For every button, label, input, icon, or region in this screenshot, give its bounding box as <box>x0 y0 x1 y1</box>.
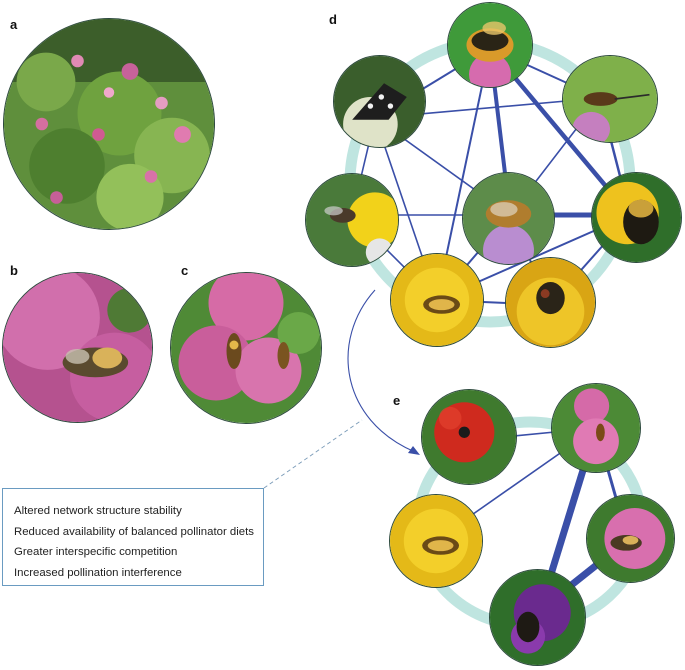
panel-label-b: b <box>10 263 18 278</box>
legend-item: Altered network structure stability <box>14 501 263 522</box>
honeybee-in-balsam-flower-photo <box>2 272 153 423</box>
bumblebee-photo <box>447 2 533 88</box>
balsam-flower-photo <box>551 383 641 473</box>
panel-label-a: a <box>10 17 17 32</box>
poppy-photo <box>421 389 517 485</box>
hoverflies-on-balsam-photo <box>170 272 322 424</box>
legend-connector-dashed <box>264 420 362 488</box>
butterfly-photo <box>333 55 426 148</box>
legend-item: Reduced availability of balanced pollina… <box>14 522 263 543</box>
panel-label-e: e <box>393 393 400 408</box>
hoverfly-photo <box>562 55 658 143</box>
panel-label-d: d <box>329 12 337 27</box>
legend-item: Increased pollination interference <box>14 563 263 584</box>
honeybee-on-balsam-photo <box>586 494 675 583</box>
legend-item: Greater interspecific competition <box>14 542 263 563</box>
balsam-thicket-photo <box>3 18 215 230</box>
fly-on-yellow-photo <box>505 257 596 348</box>
panel-label-c: c <box>181 263 188 278</box>
fly-on-daisy-photo <box>305 173 399 267</box>
bumblebee-on-yellow-photo <box>591 172 682 263</box>
hoverfly-on-yellow-photo-e <box>389 494 483 588</box>
bumblebee-on-purple-photo <box>489 569 586 666</box>
hoverfly-on-yellow-photo <box>390 253 484 347</box>
honeybee-photo <box>462 172 555 265</box>
effects-legend-box: Altered network structure stability Redu… <box>2 488 264 586</box>
connector-arrowhead <box>408 446 420 455</box>
